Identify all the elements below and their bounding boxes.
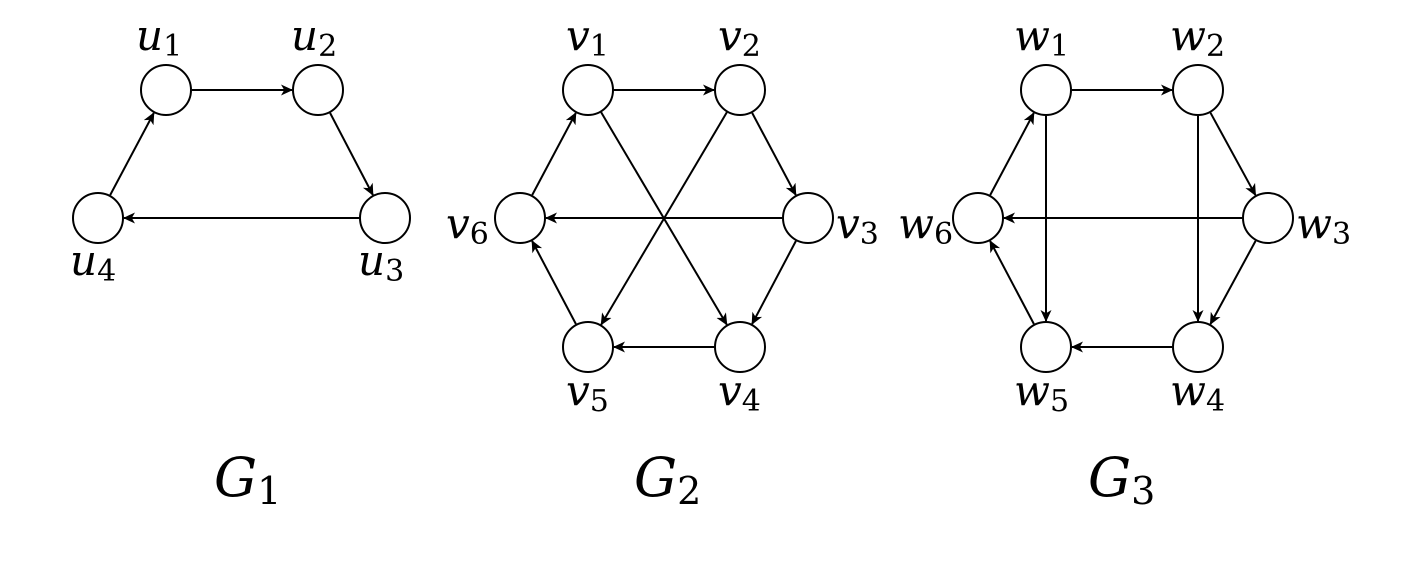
label-v2: v2 [718,11,761,64]
node-u1 [140,64,192,116]
node-w3 [1242,192,1294,244]
label-u1: u1 [136,11,182,64]
label-w1: w1 [1014,11,1069,64]
label-u3: u3 [358,236,404,289]
g3-nodes [952,64,1294,373]
node-w1 [1020,64,1072,116]
edge-w5-w6 [989,240,1044,337]
label-v6: v6 [446,199,489,252]
edge-u2-u3 [320,100,374,196]
edge-w3-w4 [1209,228,1266,325]
label-v3: v3 [836,199,879,252]
node-w6 [952,192,1004,244]
node-v1 [562,64,614,116]
label-v4: v4 [718,366,761,419]
g1-node-labels: u1 u2 u3 u4 [70,11,404,289]
graph-g2: v1 v2 v3 v4 v5 v6 G2 [446,11,879,513]
g1-nodes [72,64,411,244]
node-u2 [292,64,344,116]
label-v5: v5 [566,366,609,419]
label-u2: u2 [291,11,337,64]
node-w2 [1172,64,1224,116]
node-w4 [1172,321,1224,373]
graph-g1: u1 u2 u3 u4 G1 [70,11,411,513]
g2-nodes [494,64,834,373]
label-w6: w6 [898,199,953,252]
edge-u4-u1 [100,112,155,208]
g2-edges [522,84,806,353]
edge-v6-v1 [522,112,577,208]
node-v6 [494,192,546,244]
node-u3 [359,192,411,244]
label-w5: w5 [1014,366,1069,419]
graph-title-g2: G2 [634,446,701,513]
label-w3: w3 [1296,199,1351,252]
node-u4 [72,192,124,244]
node-w5 [1020,321,1072,373]
edge-w6-w1 [980,112,1035,208]
edge-v2-v3 [742,100,797,196]
label-w2: w2 [1170,11,1225,64]
label-u4: u4 [70,236,116,289]
node-v5 [562,321,614,373]
edge-v3-v4 [751,228,806,325]
g3-node-labels: w1 w2 w3 w4 w5 w6 [898,11,1351,419]
g3-edges [980,84,1266,353]
node-v3 [782,192,834,244]
g2-node-labels: v1 v2 v3 v4 v5 v6 [446,11,879,419]
edge-w2-w3 [1200,100,1257,197]
label-v1: v1 [566,11,609,64]
label-w4: w4 [1170,366,1225,419]
graph-title-g1: G1 [214,446,281,513]
node-v2 [714,64,766,116]
g1-edges [100,84,374,224]
node-v4 [714,321,766,373]
graph-title-g3: G3 [1088,446,1155,513]
edge-v5-v6 [531,240,586,337]
graph-g3: w1 w2 w3 w4 w5 w6 G3 [898,11,1351,513]
